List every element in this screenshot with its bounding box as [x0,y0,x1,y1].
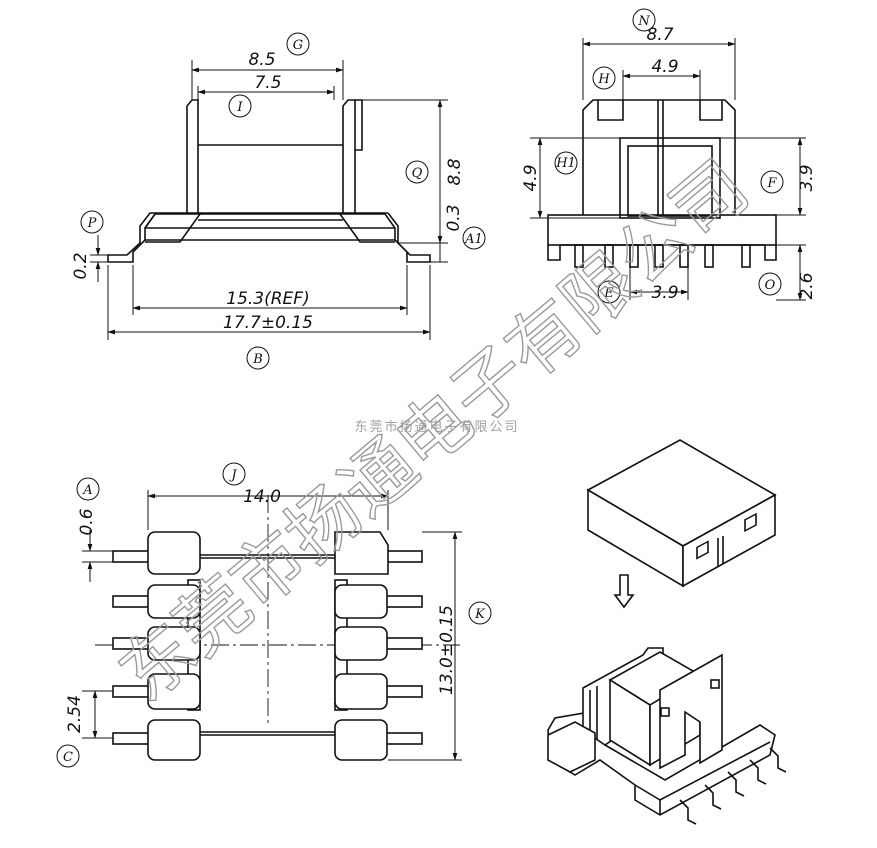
label-e: E [603,286,614,301]
label-k: K [474,607,486,622]
dim-h-value: 4.9 [651,57,678,77]
dim-k-value: 13.0±0.15 [437,605,457,695]
dim-i-value: 7.5 [254,73,281,93]
dim-h1-value: 4.9 [521,164,541,191]
front-view-right: 8.7 N 4.9 H 4.9 H1 3.9 F 3.9 E 2.6 [521,8,817,304]
label-h: H [597,72,610,87]
dim-ref-value: 15.3(REF) [226,289,309,309]
dim-a-value: 0.6 [77,508,97,535]
label-o: O [765,278,776,293]
dim-e-value: 3.9 [651,283,678,303]
label-a1: A1 [464,232,483,247]
dim-j-value: 14.0 [243,487,281,507]
watermark-small: 东莞市扬通电子有限公司 [354,419,519,435]
dim-n-value: 8.7 [646,25,673,45]
dim-g-value: 8.5 [248,50,275,70]
iso-cover [586,439,777,609]
dim-c-value: 2.54 [65,695,85,733]
dim-b-value: 17.7±0.15 [223,313,313,333]
dim-o-value: 2.6 [797,272,817,299]
side-view-left: 8.5 G 7.5 I 8.8 Q 0.3 A1 0.2 P 15.3 [71,32,486,370]
label-j: J [228,468,237,483]
watermark-large: 东莞市扬通电子有限公司 [104,144,765,717]
iso-bobbin [547,647,787,825]
label-b: B [252,352,263,367]
right-pins [334,531,423,761]
label-p: P [87,216,97,231]
label-c: C [63,750,73,765]
dim-a1-value: 0.3 [444,204,464,231]
dim-p-value: 0.2 [71,252,91,279]
label-n: N [637,14,650,29]
label-a: A [82,483,92,498]
label-i: I [236,100,243,115]
dim-f-value: 3.9 [797,164,817,191]
label-q: Q [412,166,423,181]
left-pins [112,531,201,761]
label-h1: H1 [555,156,576,171]
dim-q-value: 8.8 [445,158,465,185]
label-g: G [293,38,303,53]
bottom-view: 14.0 J 0.6 A 13.0±0.15 K 2.54 C [56,462,492,768]
label-f: F [766,176,777,191]
